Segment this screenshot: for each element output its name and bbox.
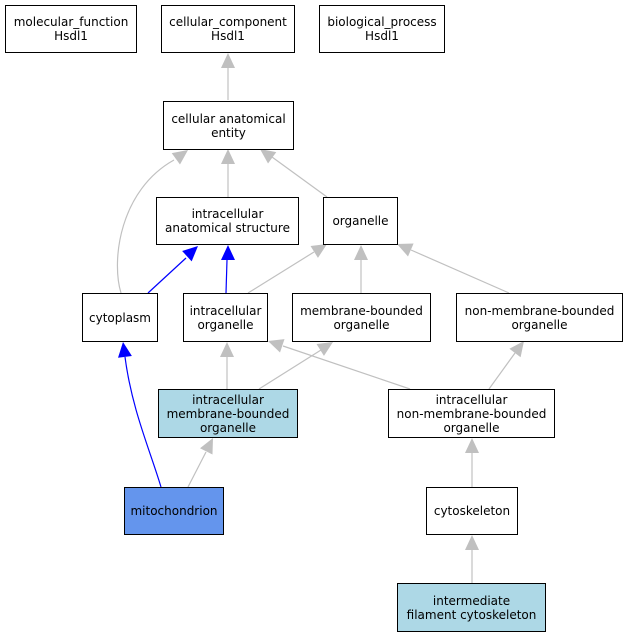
arrowhead-icon xyxy=(397,243,414,257)
arrowhead-icon xyxy=(182,246,198,262)
node-label: non-membrane-bounded organelle xyxy=(464,303,615,332)
edge-non-membrane-bounded-organelle-to-organelle xyxy=(397,243,510,294)
node-cellular-anatomical-entity: cellular anatomical entity xyxy=(163,101,294,150)
node-label: mitochondrion xyxy=(130,504,218,518)
edge-mitochondrion-to-intracellular-membrane-bounded-organelle xyxy=(187,438,213,488)
edge-intracellular-anatomical-structure-to-cellular-anatomical-entity xyxy=(221,149,235,197)
arrowhead-icon xyxy=(465,438,479,453)
edge-line xyxy=(247,251,315,294)
node-label: cytoplasm xyxy=(89,310,151,325)
node-label: intracellular anatomical structure xyxy=(165,207,290,235)
node-intracellular-non-membrane-bounded-organelle: intracellular non-membrane-bounded organ… xyxy=(388,389,555,438)
edge-line xyxy=(225,259,228,294)
edge-line xyxy=(410,249,510,294)
node-intermediate-filament-cytoskeleton: intermediate filament cytoskeleton xyxy=(397,583,546,632)
node-label: intracellular organelle xyxy=(189,303,262,332)
edge-intracellular-organelle-to-organelle xyxy=(247,244,327,294)
node-mitochondrion: mitochondrion xyxy=(124,487,224,535)
edge-line xyxy=(147,257,187,294)
node-label: organelle xyxy=(332,214,389,228)
arrowhead-icon xyxy=(221,245,235,260)
edge-intermediate-filament-cytoskeleton-to-cytoskeleton xyxy=(465,535,479,583)
arrowhead-icon xyxy=(509,341,524,358)
edge-intracellular-non-membrane-bounded-organelle-to-non-membrane-bounded-organelle xyxy=(488,341,524,390)
edge-intracellular-non-membrane-bounded-organelle-to-intracellular-organelle xyxy=(268,339,411,390)
edge-membrane-bounded-organelle-to-organelle xyxy=(354,245,368,293)
arrowhead-icon xyxy=(310,244,327,258)
node-label: intracellular membrane-bounded organelle xyxy=(166,392,290,435)
node-label: intracellular non-membrane-bounded organ… xyxy=(396,392,547,435)
edge-mitochondrion-to-cytoplasm xyxy=(118,342,162,488)
node-cytoplasm: cytoplasm xyxy=(82,293,158,342)
node-label: molecular_function Hsdl1 xyxy=(13,15,129,43)
arrowhead-icon xyxy=(171,150,188,165)
node-label: cytoskeleton xyxy=(433,504,511,518)
node-intracellular-anatomical-structure: intracellular anatomical structure xyxy=(156,197,299,245)
edge-line xyxy=(187,451,207,488)
edge-cytoplasm-to-cellular-anatomical-entity xyxy=(116,150,188,294)
edge-cytoplasm-to-intracellular-anatomical-structure xyxy=(147,246,198,294)
node-intracellular-organelle: intracellular organelle xyxy=(183,293,268,342)
node-membrane-bounded-organelle: membrane-bounded organelle xyxy=(292,293,431,342)
arrowhead-icon xyxy=(465,535,479,550)
arrowhead-icon xyxy=(260,149,277,164)
edge-intracellular-organelle-to-intracellular-anatomical-structure xyxy=(221,245,235,294)
edge-line xyxy=(124,356,162,488)
edge-organelle-to-cellular-anatomical-entity xyxy=(260,149,328,198)
node-cytoskeleton: cytoskeleton xyxy=(426,487,518,535)
node-non-membrane-bounded-organelle: non-membrane-bounded organelle xyxy=(456,293,623,342)
arrowhead-icon xyxy=(268,339,285,353)
edge-line xyxy=(258,349,322,390)
node-molecular-function: molecular_function Hsdl1 xyxy=(5,5,137,53)
arrowhead-icon xyxy=(354,245,368,260)
arrowhead-icon xyxy=(316,342,333,356)
edge-line xyxy=(282,345,411,390)
node-cellular-component: cellular_component Hsdl1 xyxy=(161,5,295,53)
edge-intracellular-membrane-bounded-organelle-to-membrane-bounded-organelle xyxy=(258,342,333,390)
node-label: cellular anatomical entity xyxy=(171,111,286,140)
edge-intracellular-membrane-bounded-organelle-to-intracellular-organelle xyxy=(220,342,234,389)
arrowhead-icon xyxy=(200,438,213,455)
node-label: intermediate filament cytoskeleton xyxy=(406,593,537,622)
edge-line xyxy=(116,159,175,294)
node-label: biological_process Hsdl1 xyxy=(327,15,437,43)
arrowhead-icon xyxy=(220,342,234,357)
arrowhead-icon xyxy=(221,149,235,164)
edge-line xyxy=(271,156,328,198)
node-intracellular-membrane-bounded-organelle: intracellular membrane-bounded organelle xyxy=(158,389,298,438)
node-label: membrane-bounded organelle xyxy=(300,303,423,332)
edge-line xyxy=(488,352,516,390)
node-organelle: organelle xyxy=(323,197,398,245)
node-label: cellular_component Hsdl1 xyxy=(169,15,287,43)
edge-cytoskeleton-to-intracellular-non-membrane-bounded-organelle xyxy=(465,438,479,487)
arrowhead-icon xyxy=(221,53,235,68)
arrowhead-icon xyxy=(118,342,132,358)
node-biological-process: biological_process Hsdl1 xyxy=(319,5,445,53)
edge-cellular-anatomical-entity-to-cellular-component xyxy=(221,53,235,100)
